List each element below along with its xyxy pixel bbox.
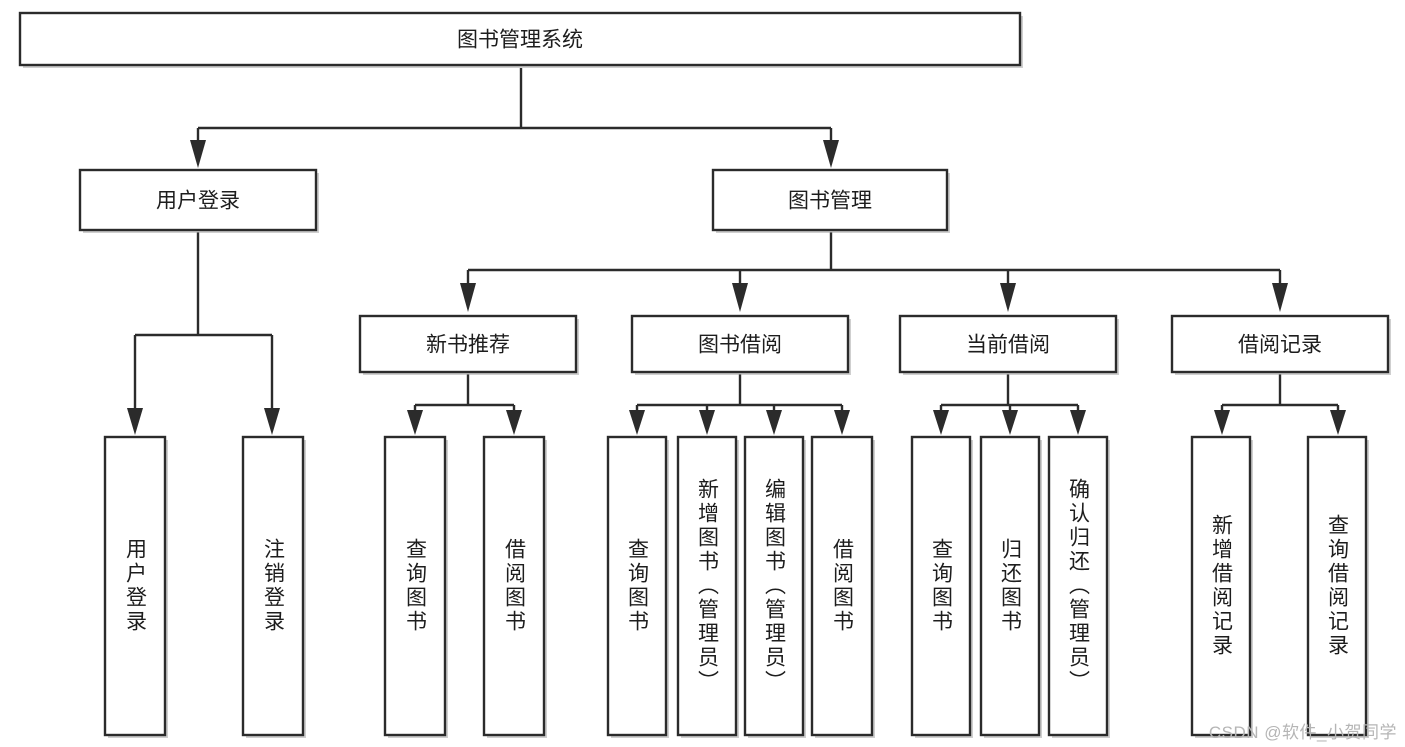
leaf-bb-borrow-label: 借阅图书 (831, 538, 855, 634)
arrow-head-borrowrecord-leaf2 (1330, 410, 1346, 435)
arrow-head-newbook-leaf1 (407, 410, 423, 435)
leaf-bb-query-label: 查询图书 (626, 538, 650, 634)
arrow-head-currentborrow-leaf3 (1070, 410, 1086, 435)
node-current-borrow-box (898, 314, 1118, 374)
leaf-br-add-label: 新增借阅记录 (1210, 514, 1234, 658)
arrow-head-leaf-user-login (127, 408, 143, 435)
leaf-logout-box (241, 435, 305, 737)
leaf-node[interactable]: 新增借阅记录 (1190, 435, 1253, 738)
leaf-node[interactable]: 用户登录 (103, 435, 168, 738)
node-user-login[interactable]: 用户登录 (78, 168, 319, 233)
csdn-watermark: CSDN @软件_小贺同学 (1208, 723, 1397, 742)
leaf-br-query-label: 查询借阅记录 (1326, 514, 1350, 658)
node-new-book-recommend[interactable]: 新书推荐 (358, 314, 579, 375)
node-book-manage-box (711, 168, 949, 232)
leaf-node[interactable]: 查询图书 (606, 435, 669, 738)
leaf-node[interactable]: 新增图书（管理员） (676, 435, 739, 738)
leaf-user-login-label: 用户登录 (124, 538, 148, 634)
leaf-newbook-borrow-box (482, 435, 546, 737)
leaf-bb-borrow-box (810, 435, 874, 737)
leaf-cb-confirm-label: 确认归还（管理员） (1067, 478, 1091, 694)
arrow-head-bookborrow-leaf4 (834, 410, 850, 435)
arrow-head-leaf-logout (264, 408, 280, 435)
leaf-node[interactable]: 借阅图书 (482, 435, 547, 738)
leaf-user-login-box (103, 435, 167, 737)
node-book-borrow[interactable]: 图书借阅 (630, 314, 851, 375)
leaf-newbook-query-label: 查询图书 (404, 538, 428, 634)
node-user-login-box (78, 168, 318, 232)
arrow-head-borrowrecord-leaf1 (1214, 410, 1230, 435)
leaf-bb-add-box (676, 435, 738, 737)
leaf-node[interactable]: 查询图书 (910, 435, 973, 738)
node-borrow-record-box (1170, 314, 1390, 374)
node-new-book-recommend-box (358, 314, 578, 374)
leaf-node[interactable]: 查询图书 (383, 435, 448, 738)
node-current-borrow[interactable]: 当前借阅 (898, 314, 1119, 375)
leaf-node[interactable]: 注销登录 (241, 435, 306, 738)
arrow-head-bookborrow-leaf1 (629, 410, 645, 435)
node-new-book-recommend-label: 新书推荐 (426, 334, 510, 357)
leaf-br-add-box (1190, 435, 1252, 737)
node-user-login-label: 用户登录 (156, 190, 240, 213)
node-borrow-record-label: 借阅记录 (1238, 334, 1322, 357)
leaf-cb-query-box (910, 435, 972, 737)
arrow-head-current-borrow (1000, 283, 1016, 312)
connector-layer (127, 68, 1346, 435)
arrow-head-book-borrow (732, 283, 748, 312)
leaf-bb-edit-box (743, 435, 805, 737)
node-book-manage-label: 图书管理 (788, 190, 872, 213)
leaf-br-query-box (1306, 435, 1368, 737)
arrow-head-newbook-leaf2 (506, 410, 522, 435)
leaf-newbook-query-box (383, 435, 447, 737)
arrow-head-new-book-recommend (460, 283, 476, 312)
arrow-head-bookborrow-leaf2 (699, 410, 715, 435)
node-current-borrow-label: 当前借阅 (966, 334, 1050, 357)
arrow-head-borrow-record (1272, 283, 1288, 312)
node-book-borrow-box (630, 314, 850, 374)
leaf-cb-query-label: 查询图书 (930, 538, 954, 634)
arrow-head-currentborrow-leaf1 (933, 410, 949, 435)
leaf-node[interactable]: 归还图书 (979, 435, 1042, 738)
leaf-cb-return-box (979, 435, 1041, 737)
arrow-head-book-manage (823, 140, 839, 168)
leaf-node[interactable]: 编辑图书（管理员） (743, 435, 806, 738)
node-root-label: 图书管理系统 (457, 29, 583, 52)
arrow-head-bookborrow-leaf3 (766, 410, 782, 435)
leaf-newbook-borrow-label: 借阅图书 (503, 538, 527, 634)
leaf-cb-confirm-box (1047, 435, 1109, 737)
node-book-borrow-label: 图书借阅 (698, 334, 782, 357)
leaf-bb-query-box (606, 435, 668, 737)
node-root[interactable]: 图书管理系统 (18, 11, 1023, 68)
leaf-bb-edit-label: 编辑图书（管理员） (763, 478, 787, 694)
leaf-node[interactable]: 查询借阅记录 (1306, 435, 1369, 738)
leaf-cb-return-label: 归还图书 (999, 538, 1023, 634)
node-book-manage[interactable]: 图书管理 (711, 168, 950, 233)
leaf-node[interactable]: 确认归还（管理员） (1047, 435, 1110, 738)
leaf-node[interactable]: 借阅图书 (810, 435, 875, 738)
node-root-box (18, 11, 1022, 67)
leaf-bb-add-label: 新增图书（管理员） (696, 478, 720, 694)
node-borrow-record[interactable]: 借阅记录 (1170, 314, 1391, 375)
arrow-head-user-login (190, 140, 206, 168)
leaf-logout-label: 注销登录 (262, 538, 286, 634)
arrow-head-currentborrow-leaf2 (1002, 410, 1018, 435)
